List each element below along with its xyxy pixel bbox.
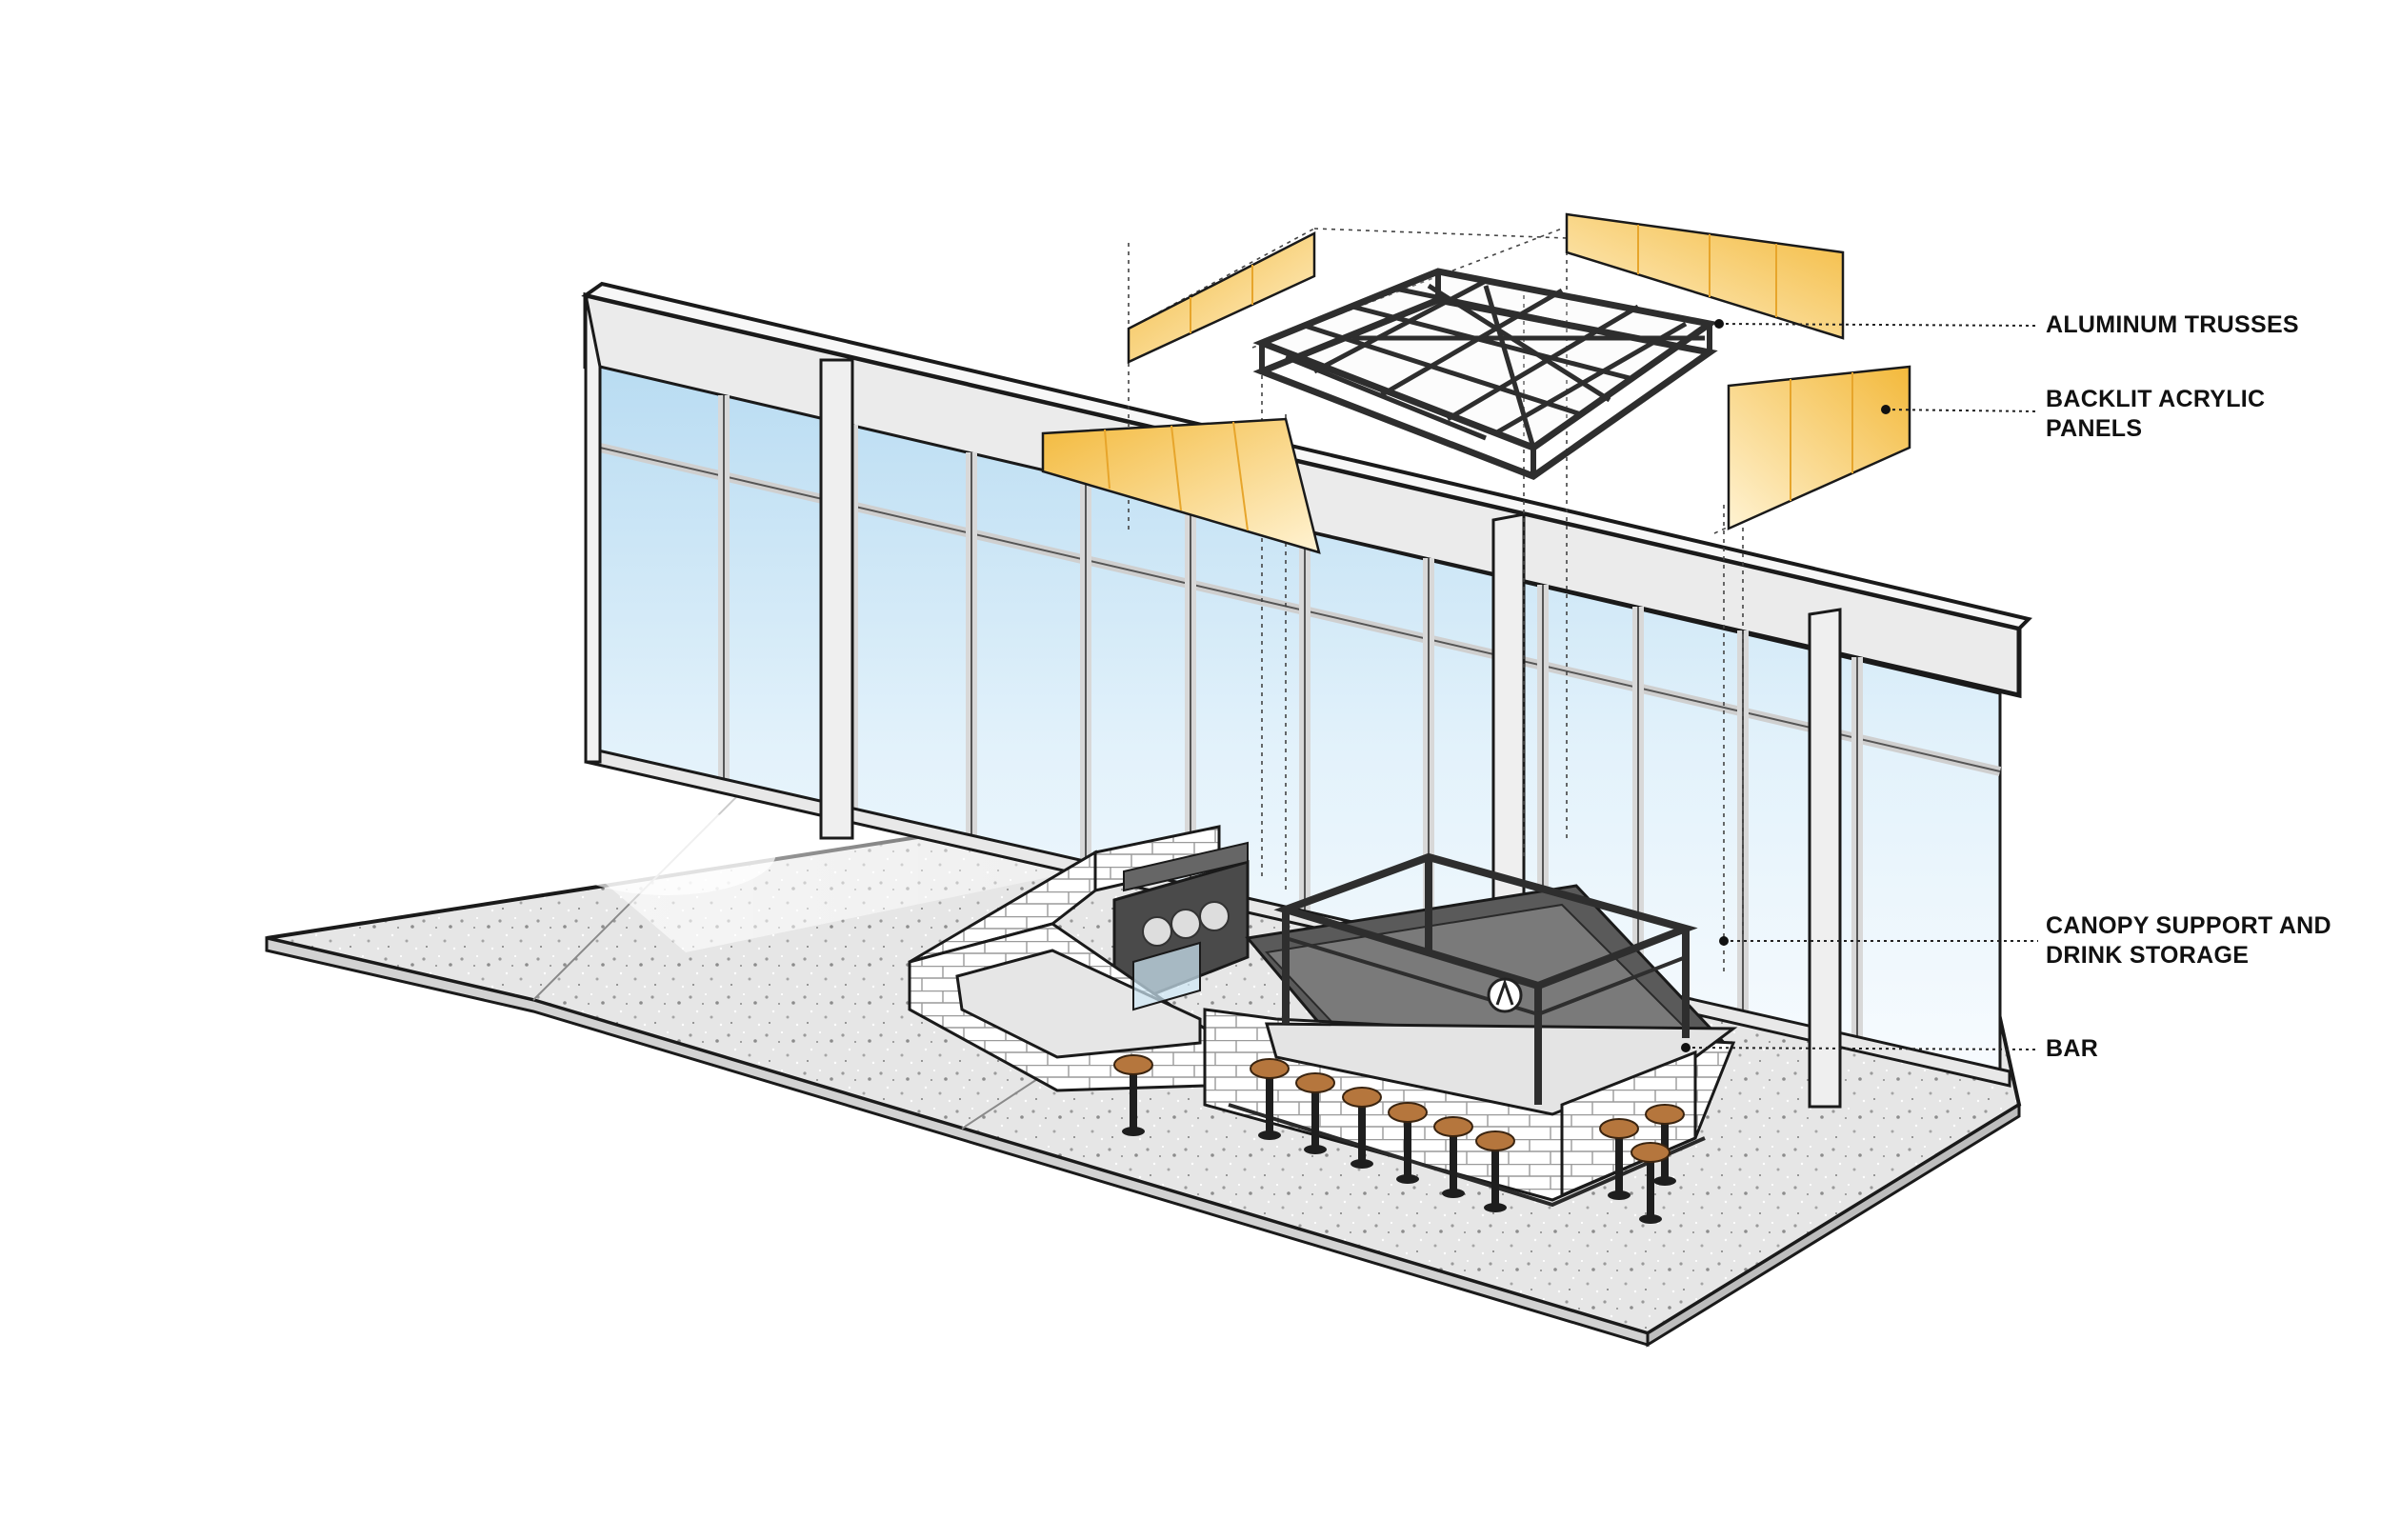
canopy-support-frame [1273,852,1698,1105]
bar-stools [1113,1054,1685,1224]
callout-bar: BAR [2046,1035,2099,1062]
backlit-acrylic-panels [1041,212,1911,554]
back-bar-shelf [1123,841,1249,947]
acrylic-panel-back-left [1127,230,1316,364]
bar-stool [1631,1142,1671,1224]
callout-aluminum-trusses: ALUMINUM TRUSSES [2046,311,2299,338]
bar-stool [1599,1118,1639,1200]
bar-stool [1433,1116,1473,1198]
bar-stool [1342,1087,1382,1169]
callout-backlit-acrylic-panels: BACKLIT ACRYLIC PANELS [2046,386,2266,442]
bar-stool [1250,1058,1290,1140]
bar-stool [1295,1072,1335,1154]
acrylic-panel-front-left [1041,417,1321,554]
aluminum-trusses [1252,268,1718,480]
bar-stool [1113,1054,1153,1136]
callout-leaders [1685,323,2039,1050]
bar-counter [908,825,1738,1208]
beer-logo-icon [1487,977,1523,1013]
acrylic-panel-back-right [1565,212,1845,340]
bar-stool [1475,1130,1515,1212]
acrylic-panel-front-right [1727,365,1911,530]
callout-dots [1681,319,1891,1052]
callout-canopy-support: CANOPY SUPPORT AND DRINK STORAGE [2046,912,2331,969]
bar-stool [1388,1102,1428,1184]
